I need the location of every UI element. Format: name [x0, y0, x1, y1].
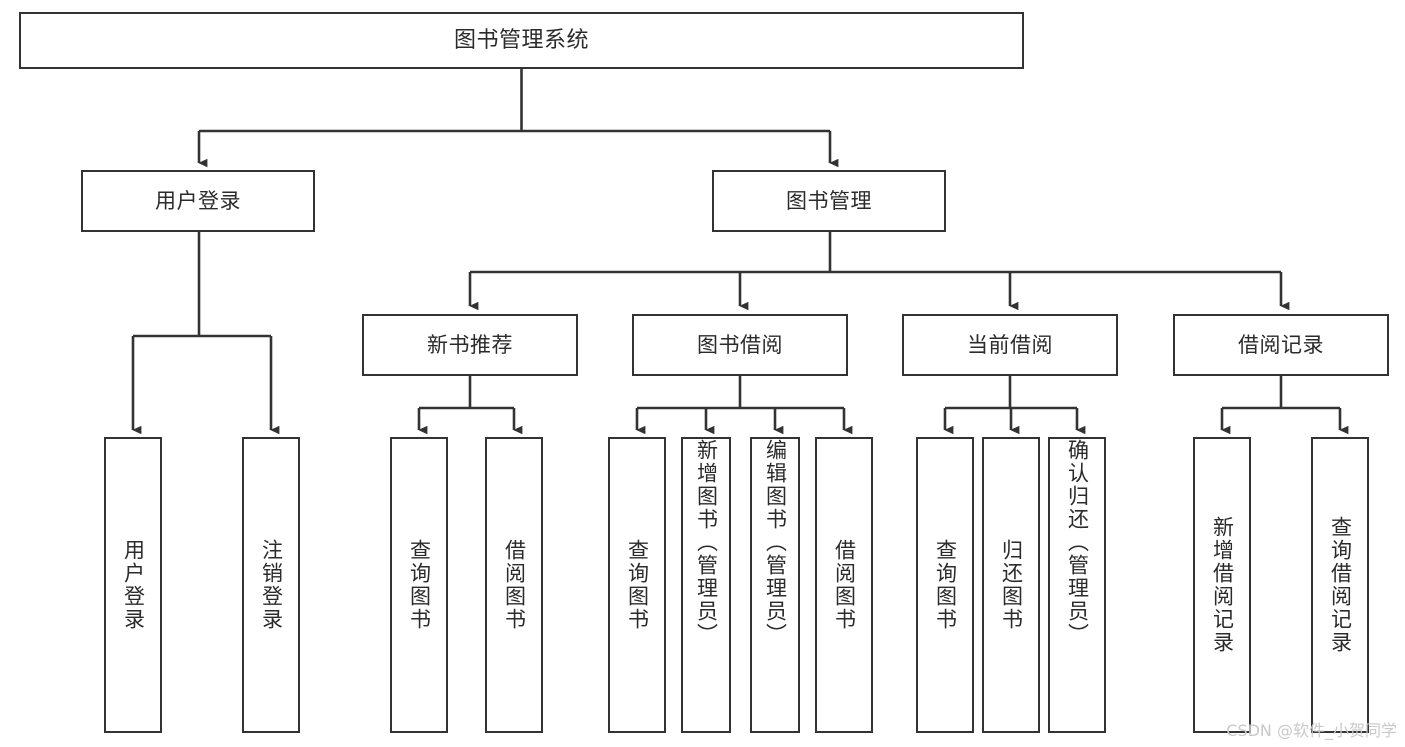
leaf-book-borrow-add-admin[interactable]: 新增图书（管理员） [681, 437, 731, 733]
node-label: 新增借阅记录 [1210, 516, 1235, 654]
node-label: 注销登录 [259, 539, 284, 631]
leaf-borrow-record-add[interactable]: 新增借阅记录 [1193, 437, 1251, 733]
node-label: 查询借阅记录 [1328, 516, 1353, 654]
leaf-user-login-logout[interactable]: 注销登录 [242, 437, 300, 733]
leaf-book-borrow-edit-admin[interactable]: 编辑图书（管理员） [750, 437, 800, 733]
node-new-book-recommend[interactable]: 新书推荐 [362, 314, 578, 376]
csdn-watermark: CSDN @软件_小贺同学 [1226, 721, 1397, 740]
node-label: 当前借阅 [967, 332, 1053, 357]
leaf-book-borrow-borrow[interactable]: 借阅图书 [815, 437, 873, 733]
node-label: 确认归还（管理员） [1065, 439, 1090, 646]
node-book-borrow[interactable]: 图书借阅 [632, 314, 848, 376]
leaf-current-borrow-return[interactable]: 归还图书 [982, 437, 1040, 733]
leaf-new-book-query[interactable]: 查询图书 [390, 437, 448, 733]
node-label: 图书管理 [786, 188, 872, 213]
node-label: 图书借阅 [697, 332, 783, 357]
leaf-user-login-login[interactable]: 用户登录 [104, 437, 162, 733]
node-root-book-management-system[interactable]: 图书管理系统 [19, 12, 1024, 69]
node-user-login[interactable]: 用户登录 [81, 170, 315, 232]
leaf-book-borrow-query[interactable]: 查询图书 [608, 437, 666, 733]
node-label: 借阅图书 [502, 539, 527, 631]
node-current-borrow[interactable]: 当前借阅 [902, 314, 1118, 376]
leaf-new-book-borrow[interactable]: 借阅图书 [485, 437, 543, 733]
node-borrow-record[interactable]: 借阅记录 [1173, 314, 1389, 376]
node-label: 图书管理系统 [453, 27, 589, 53]
node-label: 用户登录 [155, 188, 241, 213]
node-label: 新增图书（管理员） [694, 439, 719, 646]
node-label: 归还图书 [999, 539, 1024, 631]
node-label: 查询图书 [407, 539, 432, 631]
leaf-current-borrow-confirm-admin[interactable]: 确认归还（管理员） [1048, 437, 1106, 733]
node-label: 查询图书 [625, 539, 650, 631]
node-label: 借阅记录 [1238, 332, 1324, 357]
node-book-management[interactable]: 图书管理 [712, 170, 946, 232]
node-label: 借阅图书 [832, 539, 857, 631]
leaf-borrow-record-query[interactable]: 查询借阅记录 [1311, 437, 1369, 733]
node-label: 新书推荐 [427, 332, 513, 357]
leaf-current-borrow-query[interactable]: 查询图书 [916, 437, 974, 733]
node-label: 用户登录 [121, 539, 146, 631]
node-label: 编辑图书（管理员） [763, 439, 788, 646]
node-label: 查询图书 [933, 539, 958, 631]
